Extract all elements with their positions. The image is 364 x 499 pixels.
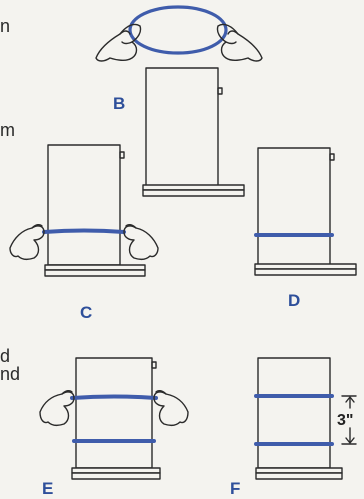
stand-f-base: [256, 473, 342, 479]
right-hand-e: [154, 391, 188, 426]
left-hand-stretching: [96, 24, 141, 61]
stand-c-base: [45, 270, 145, 276]
left-hand-c: [10, 225, 44, 260]
panel-e: [40, 358, 188, 479]
stand-b-top: [143, 185, 244, 190]
dimension-label: 3": [337, 412, 353, 429]
panel-label-e: E: [42, 479, 53, 498]
panel-c: [10, 145, 158, 276]
box-b-knob: [218, 88, 222, 94]
box-d: [258, 148, 330, 266]
stand-c-top: [45, 265, 145, 270]
band-c: [44, 231, 124, 233]
stand-d-top: [255, 264, 356, 269]
left-hand-e: [40, 391, 74, 426]
panel-label-d: D: [288, 291, 300, 310]
panel-d: [255, 148, 356, 275]
panel-label-c: C: [80, 303, 92, 322]
box-e: [76, 358, 152, 468]
box-b: [146, 68, 218, 188]
stand-b-base: [143, 190, 244, 196]
stand-e-base: [72, 473, 160, 479]
right-hand-c: [124, 225, 158, 260]
box-d-knob: [330, 154, 334, 160]
panel-label-f: F: [230, 479, 240, 498]
box-c: [48, 145, 120, 265]
box-c-knob: [120, 152, 124, 158]
stand-f-top: [256, 468, 342, 473]
box-f: [258, 358, 330, 468]
band-e-upper: [72, 397, 156, 399]
box-e-knob: [152, 362, 156, 368]
stand-e-top: [72, 468, 160, 473]
stand-d-base: [255, 269, 356, 275]
stretched-band: [130, 7, 226, 53]
panel-label-b: B: [113, 94, 125, 113]
right-hand-stretching: [217, 24, 262, 61]
